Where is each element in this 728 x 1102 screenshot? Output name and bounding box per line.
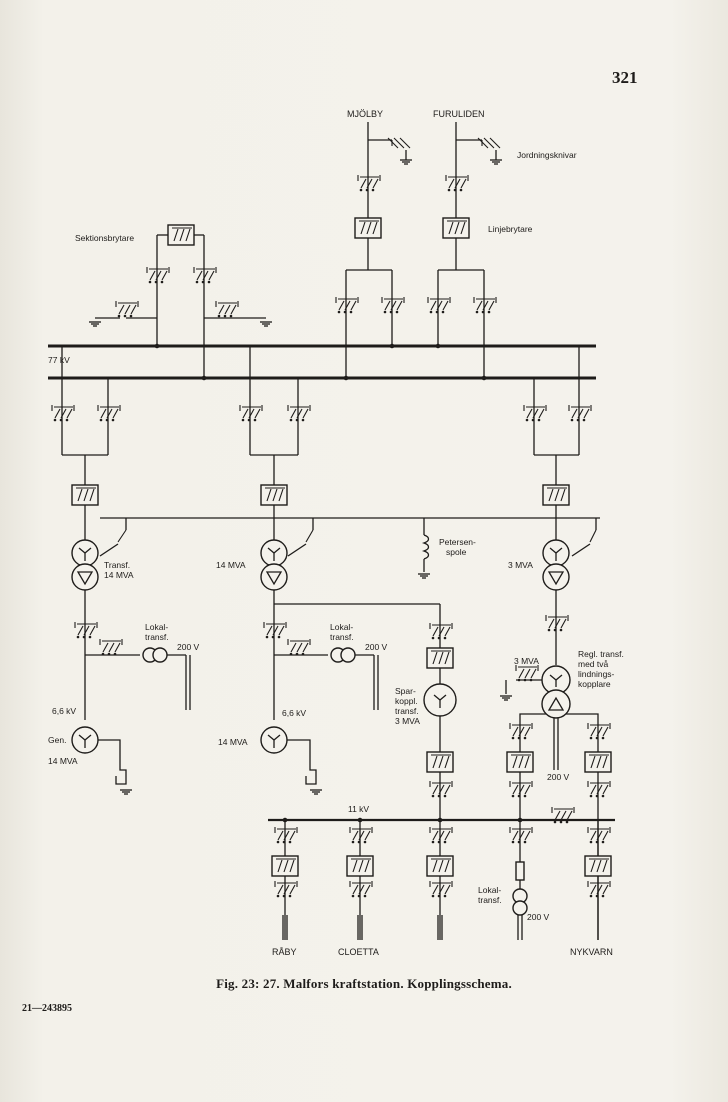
label-lokal-left-1: Lokal- [145,622,168,632]
line-label-nykvarn: NYKVARN [570,947,613,957]
label-spar-4: 3 MVA [395,716,420,726]
label-spar-2: koppl. [395,696,418,706]
label-transf-left-2: 14 MVA [104,570,134,580]
label-section-breaker: Sektionsbrytare [75,233,134,243]
figure-caption: Fig. 23: 27. Malfors kraftstation. Koppl… [216,976,512,991]
label-lokal3-1: Lokal- [478,885,501,895]
label-regl-4: kopplare [578,679,611,689]
line-label-raby: RÅBY [272,947,297,957]
label-regl-1: Regl. transf. [578,649,624,659]
label-transf-left-1: Transf. [104,560,130,570]
label-mva-right: 3 MVA [508,560,533,570]
label-gen2-mva: 14 MVA [218,737,248,747]
label-gen: Gen. [48,735,66,745]
label-66kv-left: 6,6 kV [52,706,76,716]
label-regl-2: med två [578,659,609,669]
label-petersen-1: Petersen- [439,537,476,547]
label-lokal-left-2: transf. [145,632,169,642]
line-label-furuliden: FURULIDEN [433,109,485,119]
label-gen-mva: 14 MVA [48,756,78,766]
label-earthing-switch: Jordningsknivar [517,150,577,160]
page-number: 321 [612,68,638,87]
label-regl-3: lindnings- [578,669,615,679]
label-mva-mid: 14 MVA [216,560,246,570]
line-label-mjolby: MJÖLBY [347,109,383,119]
label-200v-lokal3: 200 V [527,912,550,922]
label-spar-1: Spar- [395,686,416,696]
line-label-cloetta: CLOETTA [338,947,379,957]
label-lokal3-2: transf. [478,895,502,905]
label-line-breaker: Linjebrytare [488,224,533,234]
print-code: 21—243895 [22,1003,72,1014]
label-regl-mva: 3 MVA [514,656,539,666]
label-spar-3: transf. [395,706,419,716]
label-200v-regl: 200 V [547,772,570,782]
label-lokal-mid-2: transf. [330,632,354,642]
label-bus-11kv: 11 kV [348,804,369,814]
label-petersen-2: spole [446,547,467,557]
label-66kv-mid: 6,6 kV [282,708,306,718]
label-200v-left: 200 V [177,642,200,652]
label-lokal-mid-1: Lokal- [330,622,353,632]
label-200v-mid: 200 V [365,642,388,652]
label-bus-77kv: 77 kV [48,355,70,365]
